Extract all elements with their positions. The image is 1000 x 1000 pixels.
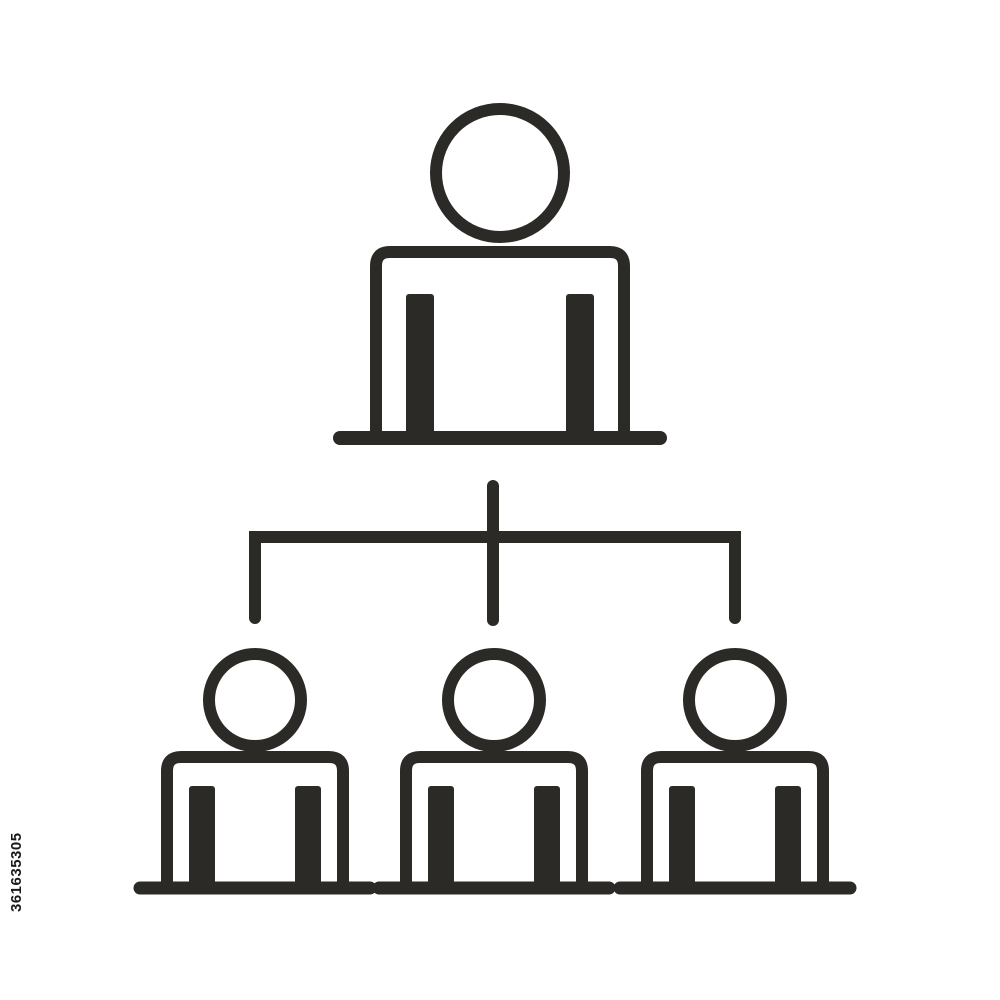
left-arm <box>406 294 434 434</box>
body-outline <box>400 751 588 884</box>
left-arm <box>428 786 454 884</box>
head-circle <box>683 648 787 752</box>
body-outline <box>161 751 349 884</box>
body-outline <box>370 246 630 434</box>
left-arm <box>669 786 695 884</box>
head-circle <box>442 648 546 752</box>
body-outline <box>641 751 829 884</box>
head-circle <box>203 648 307 752</box>
employee-figure-center <box>372 648 616 895</box>
side-id-text: 361635305 <box>8 832 25 912</box>
right-arm <box>295 786 321 884</box>
head-circle <box>430 103 570 243</box>
manager-figure <box>333 103 667 445</box>
left-arm <box>189 786 215 884</box>
org-connector-lines <box>249 480 741 626</box>
employee-figure-left <box>133 648 377 895</box>
right-arm <box>534 786 560 884</box>
employee-figure-right <box>613 648 857 895</box>
right-arm <box>775 786 801 884</box>
horizontal-branch <box>249 531 741 624</box>
right-arm <box>566 294 594 434</box>
